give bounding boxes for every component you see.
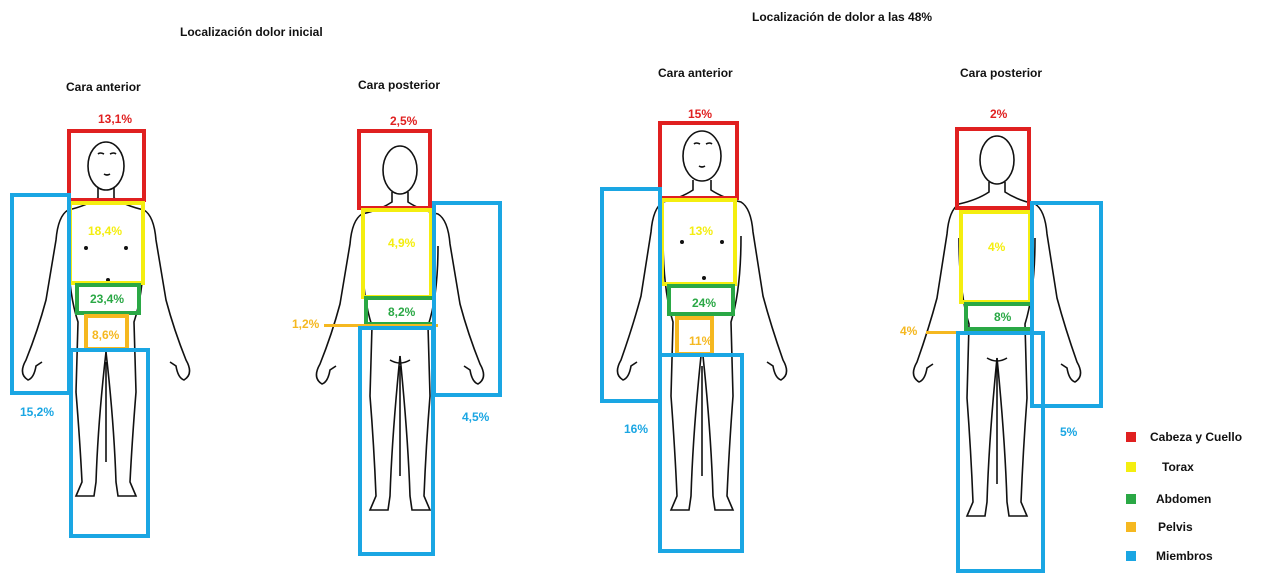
legend-swatch [1126, 432, 1136, 442]
pct-limbs: 16% [624, 422, 648, 436]
title-initial: Localización dolor inicial [180, 25, 323, 39]
pct-head: 2,5% [390, 114, 417, 128]
pct-torax: 13% [689, 224, 713, 238]
pct-torax: 4% [988, 240, 1005, 254]
region-arm-box [432, 201, 502, 397]
legend-swatch [1126, 551, 1136, 561]
legend-item-abdomen: Abdomen [1126, 492, 1211, 506]
pct-pelvis: 1,2% [292, 317, 319, 331]
legend-label: Pelvis [1158, 520, 1193, 534]
region-legs-box [956, 331, 1045, 573]
pct-abdomen: 8% [994, 310, 1011, 324]
pct-pelvis: 4% [900, 324, 917, 338]
region-arm-box [600, 187, 662, 403]
label-initial-anterior: Cara anterior [66, 80, 141, 94]
region-legs-box [658, 353, 744, 553]
pct-limbs: 4,5% [462, 410, 489, 424]
region-torax-box [361, 208, 433, 299]
pct-torax: 4,9% [388, 236, 415, 250]
region-torax-box [959, 210, 1032, 304]
legend-label: Cabeza y Cuello [1150, 430, 1242, 444]
pct-abdomen: 23,4% [90, 292, 124, 306]
pct-abdomen: 8,2% [388, 305, 415, 319]
title-48h: Localización de dolor a las 48% [752, 10, 932, 24]
region-torax-box [660, 198, 737, 286]
legend-item-cabeza: Cabeza y Cuello [1126, 430, 1242, 444]
pct-pelvis: 11% [689, 334, 712, 348]
label-initial-posterior: Cara posterior [358, 78, 440, 92]
pct-pelvis: 8,6% [92, 328, 119, 342]
pct-head: 2% [990, 107, 1007, 121]
region-head-box [955, 127, 1031, 210]
pct-abdomen: 24% [692, 296, 716, 310]
legend-item-pelvis: Pelvis [1126, 520, 1193, 534]
label-48h-posterior: Cara posterior [960, 66, 1042, 80]
pct-torax: 18,4% [88, 224, 122, 238]
region-head-box [658, 121, 739, 200]
label-48h-anterior: Cara anterior [658, 66, 733, 80]
legend-item-torax: Torax [1126, 460, 1194, 474]
pct-limbs: 5% [1060, 425, 1077, 439]
legend-swatch [1126, 494, 1136, 504]
legend-label: Torax [1162, 460, 1194, 474]
legend-label: Miembros [1156, 549, 1213, 563]
region-arm-box [10, 193, 71, 395]
region-head-box [67, 129, 146, 202]
legend-swatch [1126, 522, 1136, 532]
region-head-box [357, 129, 432, 210]
legend-swatch [1126, 462, 1136, 472]
pct-head: 15% [688, 107, 712, 121]
legend-label: Abdomen [1156, 492, 1211, 506]
pct-limbs: 15,2% [20, 405, 54, 419]
pct-head: 13,1% [98, 112, 132, 126]
legend-item-miembros: Miembros [1126, 549, 1213, 563]
region-torax-box [68, 201, 145, 285]
region-legs-box [69, 348, 150, 538]
region-legs-box [358, 326, 435, 556]
